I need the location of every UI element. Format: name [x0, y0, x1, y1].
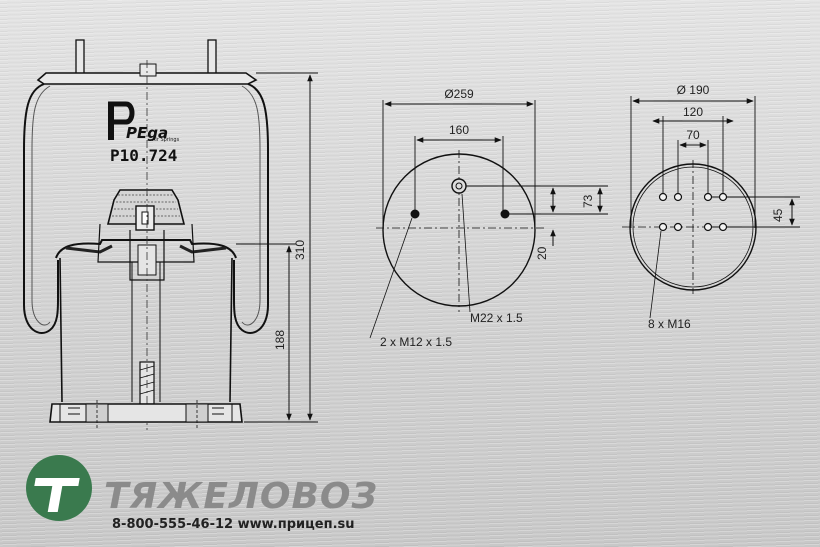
dim-total-height: 310 — [293, 240, 307, 260]
tyazhelovoz-logo-icon — [26, 455, 92, 521]
dim-top-hole-spacing: 160 — [449, 123, 469, 137]
piston-base — [49, 403, 243, 423]
top-side-hole-right — [500, 209, 510, 219]
dim-offset-73: 73 — [581, 194, 595, 208]
dim-bottom-spacing-70: 70 — [686, 128, 700, 142]
bottom-view — [622, 96, 800, 319]
bellows-right-outline — [233, 83, 269, 334]
piston-body — [59, 257, 233, 403]
company-name: ТЯЖЕЛОВОЗ — [104, 476, 378, 517]
dim-offset-20: 20 — [535, 246, 549, 260]
top-center-hole — [451, 178, 467, 194]
bellows-left-outline — [23, 83, 59, 334]
height-dimensions — [236, 72, 318, 423]
bottom-holes — [658, 192, 728, 232]
piston-lip — [55, 239, 237, 259]
label-top-central-thread: M22 x 1.5 — [470, 311, 523, 325]
dim-bottom-diameter: Ø 190 — [677, 83, 710, 97]
label-top-side-threads: 2 x M12 x 1.5 — [380, 335, 452, 349]
top-side-hole-left — [410, 209, 420, 219]
dim-bottom-spacing-120: 120 — [683, 105, 703, 119]
logo-text: PEga — [126, 124, 168, 142]
label-bottom-threads: 8 x M16 — [648, 317, 691, 331]
logo-subtext: Air Springs — [152, 137, 180, 143]
footer-contact: 8-800-555-46-12 www.прицеп.su — [112, 517, 355, 532]
dim-bottom-offset-45: 45 — [771, 208, 785, 222]
part-number: P10.724 — [110, 146, 177, 165]
dim-top-plate-diameter: Ø259 — [444, 87, 474, 101]
top-plate-view — [369, 100, 608, 339]
dim-lower-height: 188 — [273, 330, 287, 350]
air-spring-side-view — [23, 39, 269, 430]
pega-logo: PEga Air Springs — [108, 101, 180, 143]
